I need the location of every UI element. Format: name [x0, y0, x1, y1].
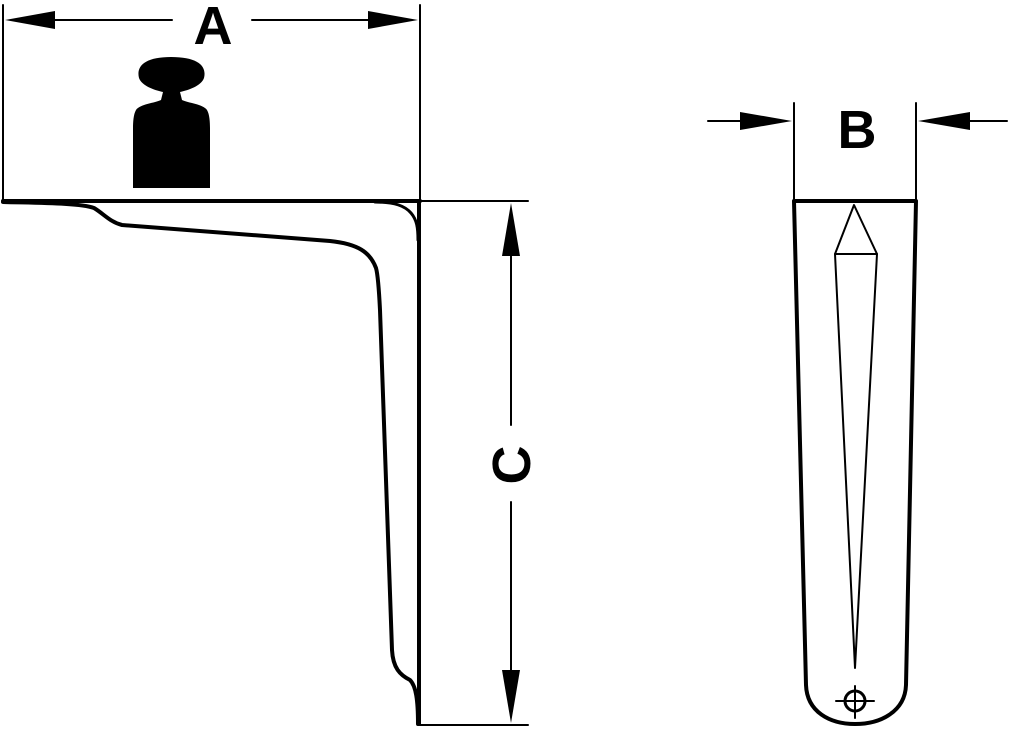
bracket-front-outline	[792, 199, 918, 726]
arrow-a-right	[368, 11, 418, 29]
bracket-inner-profile	[1, 200, 420, 726]
arrow-c-top	[502, 203, 520, 256]
front-view: B	[707, 100, 1008, 726]
dimension-c: C	[419, 200, 542, 726]
bracket	[1, 199, 422, 726]
dimension-label-c: C	[482, 446, 542, 485]
dimension-b: B	[707, 100, 1008, 201]
arrow-a-left	[5, 11, 55, 29]
dimension-label-b: B	[838, 100, 877, 160]
arrow-c-bottom	[502, 670, 520, 723]
side-view: A C	[1, 0, 542, 726]
weight-icon	[133, 57, 210, 188]
bracket-corner-fillet	[373, 200, 420, 242]
arrow-b-left	[740, 112, 792, 130]
bracket-rib	[834, 204, 878, 669]
dimension-a: A	[2, 0, 421, 201]
dimension-label-a: A	[194, 0, 233, 56]
arrow-b-right	[918, 112, 970, 130]
